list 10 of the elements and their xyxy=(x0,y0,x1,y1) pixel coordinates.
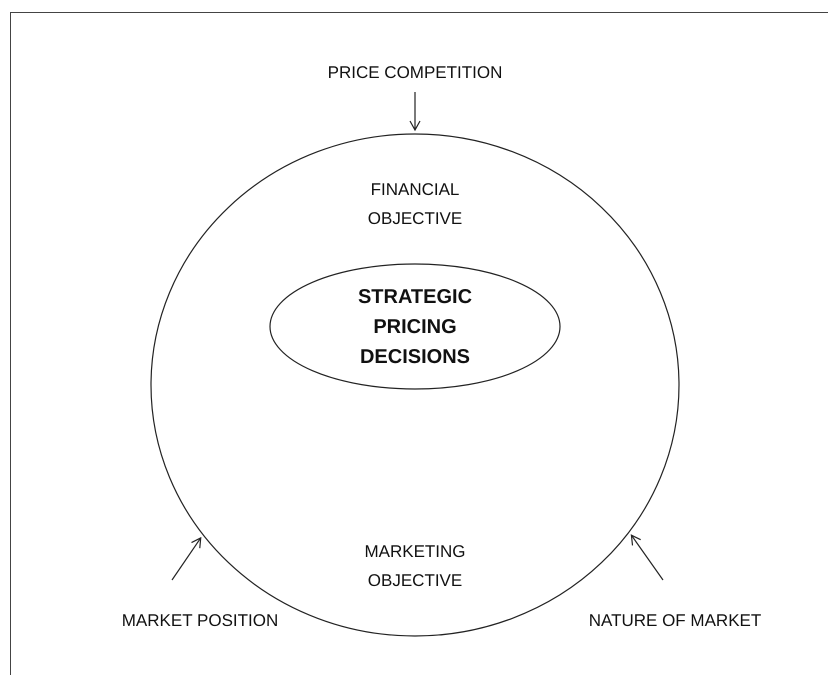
arrow xyxy=(630,534,664,580)
factor-label: MARKET POSITION xyxy=(80,608,320,634)
inner-ellipse xyxy=(269,263,561,390)
factor-label: NATURE OF MARKET xyxy=(560,608,790,634)
arrow xyxy=(172,537,202,580)
ellipse-text: FINANCIAL OBJECTIVE xyxy=(366,179,464,230)
ellipse-text: MARKETING OBJECTIVE xyxy=(363,541,467,592)
center-label: STRATEGIC PRICING DECISIONS xyxy=(356,284,474,370)
factor-label: PRICE COMPETITION xyxy=(300,60,530,86)
arrow xyxy=(409,92,421,131)
